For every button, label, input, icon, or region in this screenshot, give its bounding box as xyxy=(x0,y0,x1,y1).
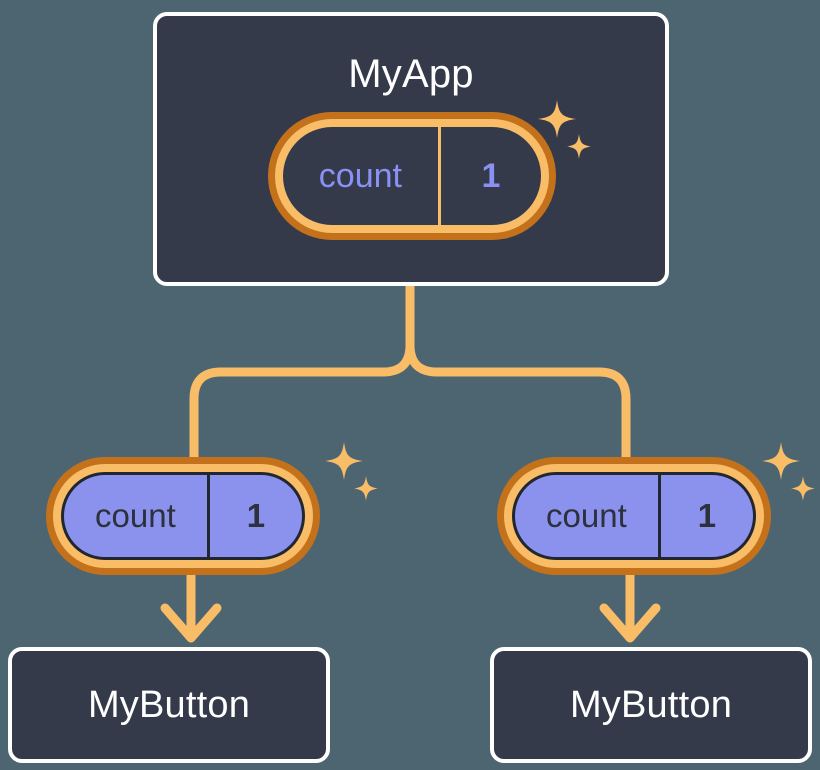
state-pill-core: count 1 xyxy=(512,472,756,560)
state-pill-myapp-count[interactable]: count 1 xyxy=(268,112,556,240)
state-pill-core: count 1 xyxy=(61,472,305,560)
state-value-label: 1 xyxy=(657,475,753,557)
component-box-mybutton-right[interactable]: MyButton xyxy=(490,647,812,763)
arrow-left-pill-to-mybutton xyxy=(160,572,222,643)
state-pill-mybutton-right-count[interactable]: count 1 xyxy=(497,457,771,575)
sparkle-icon-large xyxy=(762,442,800,480)
component-label-mybutton-right: MyButton xyxy=(569,684,733,726)
state-value-label: 1 xyxy=(437,127,541,225)
connector-myapp-to-right xyxy=(405,281,631,463)
component-label-myapp: MyApp xyxy=(348,52,474,96)
state-key-label: count xyxy=(318,156,402,195)
sparkle-icon-large xyxy=(325,442,363,480)
sparkle-icon-small xyxy=(354,476,378,501)
state-pill-core: count 1 xyxy=(283,127,541,225)
arrow-right-pill-to-mybutton xyxy=(599,572,661,643)
component-label-mybutton-left: MyButton xyxy=(87,684,251,726)
sparkle-icon-small xyxy=(791,476,815,501)
state-key-label: count xyxy=(95,497,176,534)
state-key-label: count xyxy=(546,497,627,534)
state-pill-inner-ring: count 1 xyxy=(275,119,549,233)
sparkle-icon-group-left xyxy=(325,442,378,501)
state-pill-mybutton-left-count[interactable]: count 1 xyxy=(46,457,320,575)
connector-myapp-to-left xyxy=(189,281,415,463)
state-value-label: 1 xyxy=(206,475,302,557)
state-pill-inner-ring: count 1 xyxy=(504,464,764,568)
component-box-mybutton-left[interactable]: MyButton xyxy=(8,647,330,763)
state-pill-inner-ring: count 1 xyxy=(53,464,313,568)
